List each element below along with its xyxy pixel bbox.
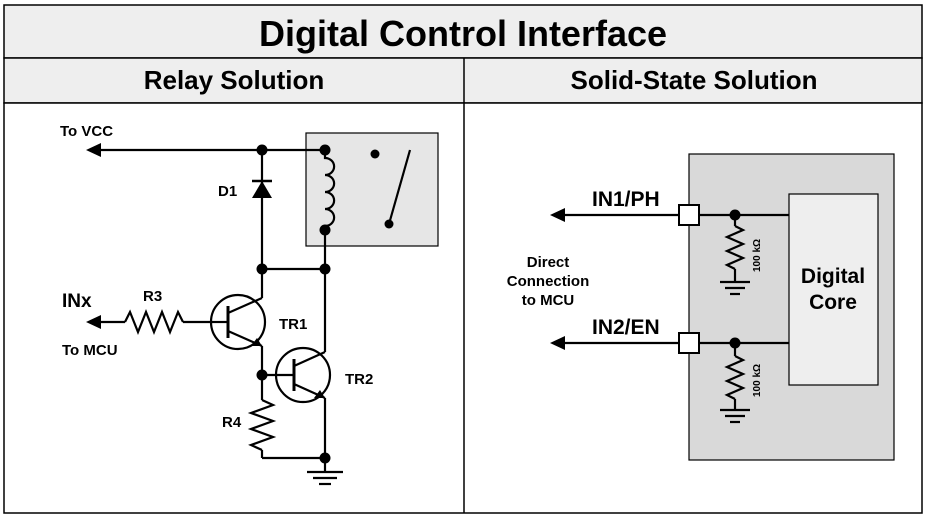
relay-switch-arm — [387, 149, 412, 225]
digital-core-block — [788, 193, 879, 386]
tr1-label: TR1 — [279, 316, 307, 333]
in2-label: IN2/EN — [592, 316, 660, 339]
vcc-arrow-icon — [86, 143, 101, 157]
relay-heading: Relay Solution — [144, 65, 325, 95]
r3-resistor — [124, 309, 184, 335]
d1-label: D1 — [218, 183, 237, 200]
inx-label: INx — [62, 291, 92, 312]
in1-resistor-value: 100 kΩ — [752, 239, 763, 272]
tr1-collector-lead — [227, 296, 263, 315]
relay-ground-icon — [307, 470, 343, 486]
in1-label: IN1/PH — [592, 188, 660, 211]
in1-arrow-icon — [550, 208, 565, 222]
d1-diode-icon — [252, 181, 272, 198]
in2-pin — [678, 332, 700, 354]
title-bar — [3, 4, 923, 59]
tr1-emitter-arrow-icon — [251, 338, 262, 346]
tr1-transistor — [209, 293, 267, 351]
in1-pin — [678, 204, 700, 226]
digital-core-label-line1: Digital — [801, 265, 865, 288]
solid-state-heading: Solid-State Solution — [571, 65, 818, 95]
page-title: Digital Control Interface — [259, 13, 667, 54]
relay-junction-dots — [256, 144, 331, 464]
subheader-bar — [3, 57, 923, 104]
to-mcu-label: To MCU — [62, 342, 118, 359]
to-mcu-note: to MCU — [522, 292, 575, 309]
in2-pulldown-resistor — [724, 355, 746, 400]
connection-label: Connection — [507, 273, 590, 290]
relay-circuit: To VCC D1 INx To MCU R3 TR1 — [60, 123, 439, 486]
r3-label: R3 — [143, 288, 162, 305]
inx-arrow-icon — [86, 315, 101, 329]
digital-core-label-line2: Core — [809, 291, 857, 314]
in1-ground-icon — [720, 280, 750, 296]
tr2-collector-lead — [293, 350, 326, 368]
direct-label: Direct — [527, 254, 570, 271]
relay-contact-top — [370, 149, 380, 159]
solid-state-circuit: Digital Core 100 kΩ IN1/PH 100 — [507, 153, 895, 461]
in1-pulldown-resistor — [724, 225, 746, 270]
in2-arrow-icon — [550, 336, 565, 350]
r4-resistor — [247, 398, 277, 452]
in2-ground-icon — [720, 408, 750, 424]
vcc-label: To VCC — [60, 123, 113, 140]
in2-resistor-value: 100 kΩ — [752, 364, 763, 397]
tr2-emitter-arrow-icon — [314, 390, 325, 398]
r4-label: R4 — [222, 414, 242, 431]
relay-coil — [323, 150, 336, 230]
tr2-label: TR2 — [345, 371, 373, 388]
